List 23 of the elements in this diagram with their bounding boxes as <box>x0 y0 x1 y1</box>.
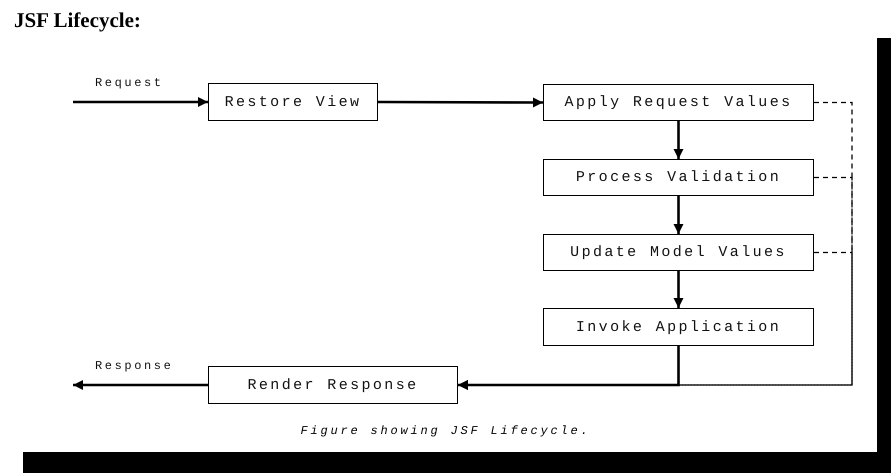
dashed-arrow <box>458 252 853 390</box>
edge-label: Request <box>95 76 164 90</box>
process-box <box>543 84 814 121</box>
arrow <box>674 121 684 159</box>
process-box <box>208 366 458 404</box>
process-box <box>543 159 814 196</box>
arrow <box>674 196 684 234</box>
arrow <box>378 97 543 108</box>
box-label: Invoke Application <box>576 318 782 336</box>
arrow <box>73 97 208 107</box>
process-box <box>543 308 814 346</box>
arrow <box>674 271 684 308</box>
arrow <box>73 380 208 390</box>
box-label: Apply Request Values <box>564 94 793 111</box>
box-label: Render Response <box>247 376 419 394</box>
process-box <box>208 83 378 121</box>
edge-label: Response <box>95 359 174 373</box>
figure-caption: Figure showing JSF Lifecycle. <box>299 424 592 438</box>
box-label: Process Validation <box>576 169 782 186</box>
process-box <box>543 234 814 271</box>
box-label: Restore View <box>224 94 362 110</box>
title: JSF Lifecycle: <box>14 8 141 33</box>
box-label: Update Model Values <box>570 244 787 261</box>
